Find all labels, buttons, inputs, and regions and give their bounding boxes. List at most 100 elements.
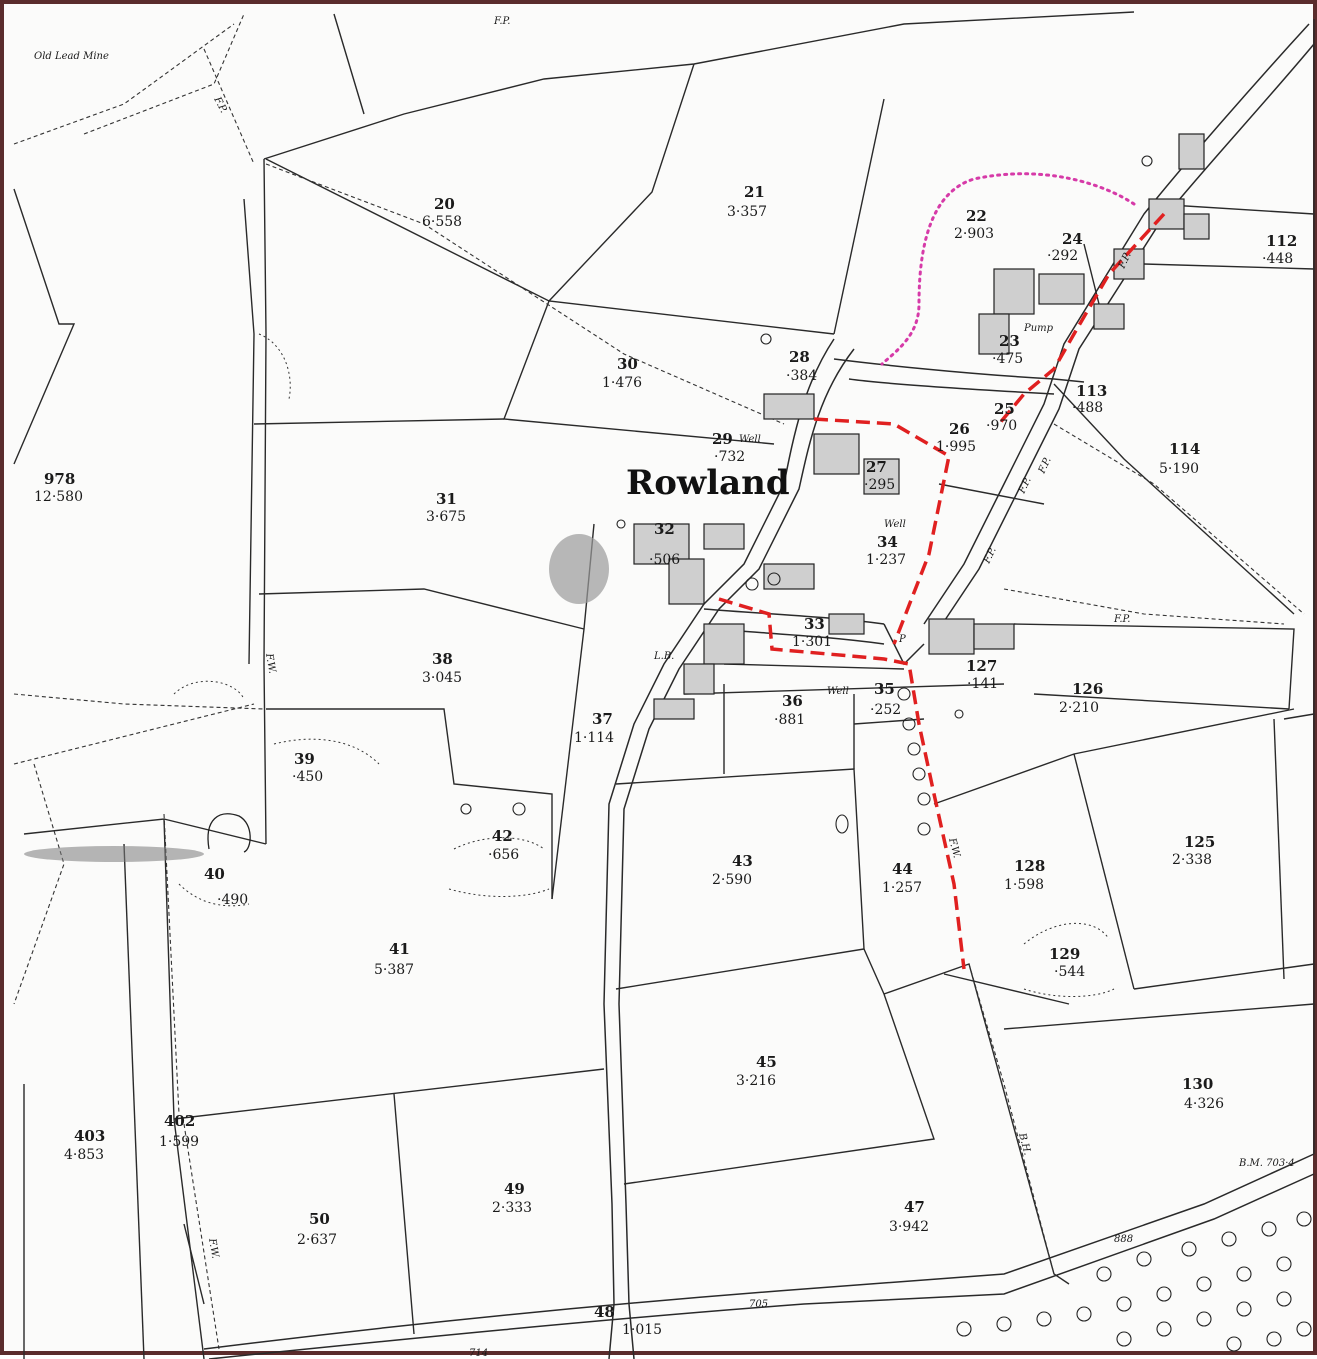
parcel-50: 502·637 [297, 1210, 337, 1248]
parcel-number: 38 [432, 650, 453, 668]
ordnance-survey-map: Rowland Old Lead Mine Well Well Well Pum… [13, 11, 1315, 1359]
parcel-number: 20 [434, 195, 455, 213]
parcel-number: 113 [1076, 382, 1107, 400]
parcel-33: 331·301 [792, 615, 832, 650]
parcel-number: 49 [504, 1180, 525, 1198]
parcel-number: 30 [617, 355, 638, 373]
parcel-labels: 206·558 213·357 222·903 24·292 112·448 3… [34, 183, 1297, 1338]
parcel-27: 27·295 [864, 458, 895, 493]
dotted-boundary [880, 172, 1136, 366]
post-label: P [898, 634, 906, 645]
parcel-area: ·970 [986, 418, 1017, 434]
village-name: Rowland [626, 463, 790, 503]
footpath-label-2: F.P. [493, 16, 510, 27]
highlighted-route [718, 212, 1166, 970]
parcel-area: 5·387 [374, 962, 414, 978]
parcel-area: ·656 [488, 847, 519, 863]
parcel-31: 313·675 [426, 490, 466, 525]
parcel-area: ·384 [786, 368, 817, 384]
spot-height-888: 888 [1114, 1234, 1133, 1245]
parcel-area: 1·598 [1004, 877, 1044, 893]
parcel-number: 129 [1049, 945, 1080, 963]
bench-mark-label: B.M. 703·4 [1238, 1158, 1295, 1169]
parcel-45: 45 3·216 [736, 1053, 777, 1089]
parcel-47: 473·942 [889, 1198, 929, 1235]
parcel-number: 47 [904, 1198, 925, 1216]
parcel-29: 29·732 [712, 430, 745, 465]
parcel-113: 113·488 [1072, 382, 1107, 416]
parcel-area: ·544 [1054, 964, 1085, 980]
parcel-area: 2·338 [1172, 852, 1212, 868]
parcel-25: 25·970 [986, 400, 1017, 434]
parcel-49: 492·333 [492, 1180, 532, 1216]
parcel-number: 31 [436, 490, 457, 508]
letter-box-label: L.B. [653, 651, 674, 662]
footpath-label-4: F.P. [981, 546, 998, 566]
parcel-43: 432·590 [712, 852, 753, 888]
parcel-number: 23 [999, 332, 1020, 350]
parcel-number: 35 [874, 680, 895, 698]
parcel-area: 2·590 [712, 872, 752, 888]
parcel-38: 38 3·045 [422, 650, 462, 686]
parcel-area: 12·580 [34, 489, 83, 505]
parcel-112: 112·448 [1262, 232, 1297, 267]
parcel-number: 45 [756, 1053, 777, 1071]
parcel-area: 1·995 [936, 439, 976, 455]
parcel-number: 32 [654, 520, 675, 538]
parcel-area: 1·257 [882, 880, 922, 896]
parcel-21: 213·357 [727, 183, 767, 220]
parcel-area: 2·210 [1059, 700, 1099, 716]
parcel-area: 3·045 [422, 670, 462, 686]
parcel-area: 1·301 [792, 634, 832, 650]
parcel-area: ·490 [217, 892, 248, 908]
parcel-area: 1·114 [574, 730, 614, 746]
parcel-number: 29 [712, 430, 733, 448]
parcel-area: 1·599 [159, 1134, 199, 1150]
parcel-number: 25 [994, 400, 1015, 418]
fw-label-3: F.W. [206, 1237, 221, 1260]
scan-smudge-2 [24, 846, 204, 862]
parcel-48: 481·015 [594, 1303, 662, 1338]
spot-height-714: 714 [469, 1348, 488, 1359]
parcel-area: 1·476 [602, 375, 642, 391]
parcel-number: 26 [949, 420, 970, 438]
parcel-24: 24·292 [1047, 230, 1083, 264]
parcel-number: 40 [204, 865, 225, 883]
parcel-area: 3·216 [736, 1073, 776, 1089]
orchard-symbols [460, 155, 1312, 1352]
parcel-area: ·292 [1047, 248, 1078, 264]
parcel-area: ·881 [774, 712, 805, 728]
parcel-44: 441·257 [882, 860, 922, 896]
parcel-number: 27 [866, 458, 887, 476]
parcel-number: 28 [789, 348, 810, 366]
parcel-number: 42 [492, 827, 513, 845]
parcel-129: 129·544 [1049, 945, 1085, 980]
pit-hachures [173, 333, 1115, 997]
parcel-127: 127·141 [966, 657, 998, 692]
parcel-42: 42 ·656 [488, 827, 519, 863]
parcel-area: ·295 [864, 477, 895, 493]
parcel-area: 5·190 [1159, 461, 1199, 477]
footpath-label-6: F.P. [1036, 456, 1053, 476]
parcel-35: 35 ·252 [870, 680, 901, 718]
parcel-number: 112 [1266, 232, 1297, 250]
footpath-label-3: F.P. [1113, 614, 1130, 625]
parcel-area: ·488 [1072, 400, 1103, 416]
parcel-number: 39 [294, 750, 315, 768]
parcel-number: 50 [309, 1210, 330, 1228]
parcel-number: 36 [782, 692, 803, 710]
footpath-label-5: F.P. [1016, 476, 1033, 496]
parcel-23: 23·475 [992, 332, 1023, 367]
well-label-1: Well [739, 434, 761, 445]
parcel-area: ·252 [870, 702, 901, 718]
parcel-number: 125 [1184, 833, 1215, 851]
parcel-22: 222·903 [954, 207, 994, 242]
fw-label-1: F.W. [263, 652, 278, 675]
parcel-28: 28 ·384 [786, 348, 817, 384]
